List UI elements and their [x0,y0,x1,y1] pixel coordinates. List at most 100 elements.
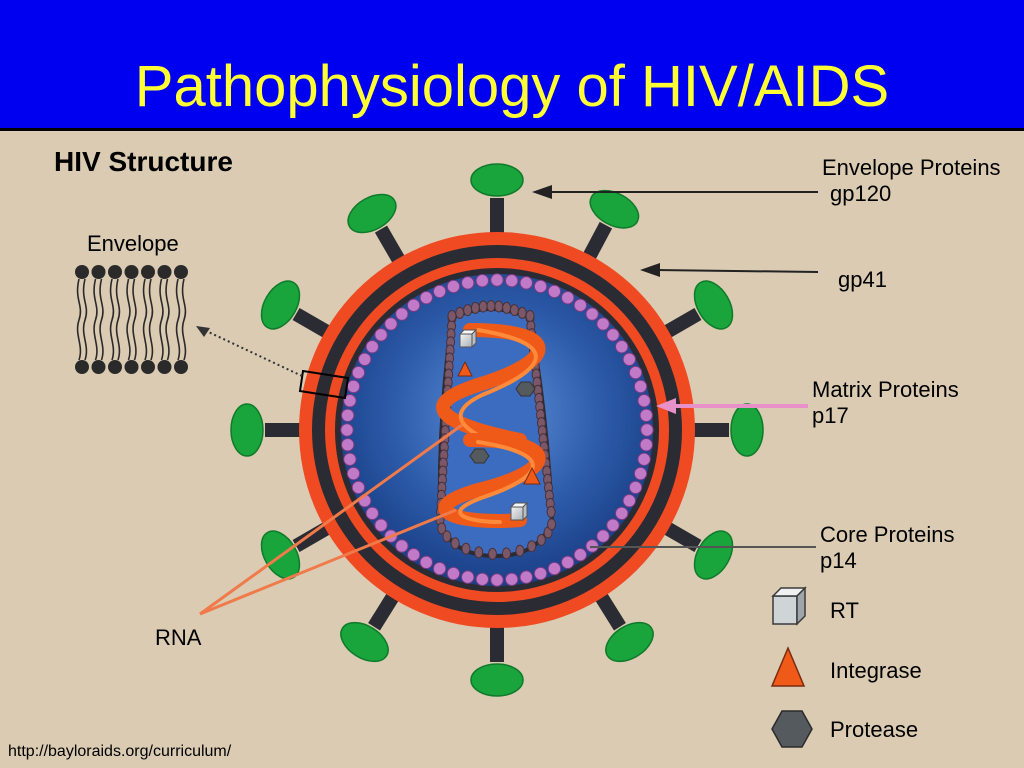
core-bead [525,310,535,322]
matrix-bead [384,317,398,331]
core-bead [478,300,488,313]
glycoprotein-head [730,403,764,457]
glycoprotein-head [340,621,389,663]
matrix-bead [346,379,361,394]
slide-title: Pathophysiology of HIV/AIDS [134,54,890,119]
triangle-icon [457,360,473,377]
core-bead [536,533,546,546]
lipid-tail [132,278,137,361]
matrix-bead [365,339,379,354]
core-bead [450,537,460,550]
matrix-bead [406,298,421,312]
lipid-tail [165,278,170,361]
core-bead [437,522,447,535]
matrix-bead [340,423,354,437]
matrix-bead [343,452,357,466]
lipid-tail [82,278,88,361]
glycoprotein-head [605,621,654,663]
lipid-head-top [141,265,155,279]
hexagon-icon [515,381,536,397]
label-envelope-proteins: Envelope Proteins [822,155,1001,180]
legend-label-integrase: Integrase [830,658,922,683]
matrix-bead [561,291,575,305]
core-bead [515,544,525,557]
source-url: http://bayloraids.org/curriculum/ [8,743,232,760]
matrix-bead [505,572,519,586]
label-p14: p14 [820,548,857,573]
lipid-head-bottom [91,360,106,374]
cube-icon [458,328,478,349]
matrix-bead [374,328,388,342]
matrix-bead [519,276,533,290]
core-bead [463,304,473,317]
matrix-bead [446,566,461,581]
matrix-bead [343,394,357,408]
core-bead [501,547,511,560]
rna-pointer-upper [199,423,463,616]
envelope-pointer-arrowhead [196,326,210,337]
lipid-tail [148,278,154,361]
matrix-bead [395,539,409,553]
legend-triangle-icon [770,646,806,687]
matrix-bead [615,339,629,354]
glycoprotein-head [470,663,524,697]
lipid-tail [159,278,164,361]
matrix-bead [374,518,388,532]
matrix-bead [639,438,653,452]
matrix-bead [596,529,610,543]
matrix-bead [490,273,504,287]
matrix-bead [573,548,588,562]
matrix-bead [505,274,519,288]
core-bead [447,310,457,322]
matrix-bead [419,291,433,305]
core-bead [474,546,484,559]
matrix-bead [490,573,504,587]
legend-hexagon-icon [771,710,813,748]
matrix-bead [640,423,654,437]
core-bead [442,530,452,543]
matrix-bead [622,352,636,366]
core-bead [487,547,497,560]
lipid-head-bottom [108,360,122,374]
matrix-bead [461,570,475,584]
lipid-tail [175,278,181,361]
lipid-head-top [157,265,172,279]
lipid-head-bottom [141,360,155,374]
core-bead [455,306,465,319]
label-gp120: gp120 [830,181,892,206]
glycoprotein-head [589,189,640,229]
label-core-proteins: Core Proteins [820,522,955,547]
lipid-tail [142,278,148,361]
matrix-bead [639,408,653,422]
rna-pointer-lower [199,508,457,616]
diagram-subtitle: HIV Structure [54,146,233,177]
matrix-bead [573,298,588,312]
lipid-head-top [91,265,106,279]
matrix-bead [395,307,409,321]
glycoprotein-head [470,163,524,197]
core-bead [527,540,537,553]
matrix-bead [628,365,643,380]
glycoprotein-head [347,193,397,234]
matrix-bead [606,328,620,342]
label-envelope: Envelope [87,231,179,256]
matrix-bead [637,394,651,408]
matrix-bead [637,452,651,466]
lipid-tail [76,278,82,361]
matrix-bead [633,379,648,394]
core-bead [486,300,496,312]
label-gp41: gp41 [838,267,887,292]
lipid-head-top [75,265,89,279]
gp120-arrowhead [532,185,552,199]
matrix-bead [365,506,379,521]
matrix-bead [461,276,475,290]
gp41-arrowhead [640,263,660,277]
label-p17: p17 [812,403,849,428]
lipid-tail [181,278,187,361]
core-bead [547,518,557,531]
core-bead [509,304,519,317]
matrix-bead [419,555,433,569]
lipid-tail [93,278,98,361]
matrix-bead [351,480,366,495]
